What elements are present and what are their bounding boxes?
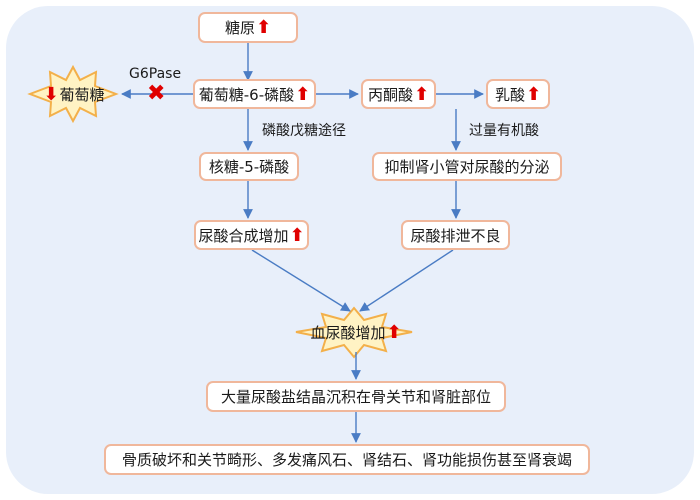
blood-uric-burst xyxy=(295,306,413,359)
node-glycogen-label: 糖原 xyxy=(224,19,255,37)
down-arrow-icon: ⬇ xyxy=(43,83,59,105)
node-uric-excretion: 尿酸排泄不良 xyxy=(401,220,510,250)
blocked-x-icon: ✖ xyxy=(147,81,166,106)
node-glucose: ⬇葡萄糖 xyxy=(38,82,110,106)
node-r5p: 核糖-5-磷酸 xyxy=(199,152,299,181)
up-arrow-icon: ⬆ xyxy=(289,224,305,246)
node-blood-uric: 血尿酸增加⬆ xyxy=(310,320,402,344)
node-lactate-label: 乳酸 xyxy=(494,85,525,104)
node-blood-uric-label: 血尿酸增加 xyxy=(310,323,386,342)
node-r5p-label: 核糖-5-磷酸 xyxy=(208,158,290,176)
node-inhibit: 抑制肾小管对尿酸的分泌 xyxy=(372,152,562,181)
node-uric-excretion-label: 尿酸排泄不良 xyxy=(410,226,501,245)
edge-synthesis-blood xyxy=(251,249,351,312)
node-glucose-label: 葡萄糖 xyxy=(59,85,105,104)
up-arrow-icon: ⬆ xyxy=(255,17,272,38)
node-outcome: 骨质破坏和关节畸形、多发痛风石、肾结石、肾功能损伤甚至肾衰竭 xyxy=(104,444,590,475)
node-glycogen: 糖原⬆ xyxy=(198,12,298,43)
glucose-burst xyxy=(27,64,119,124)
edge-excretion-blood xyxy=(359,249,454,312)
node-pyruvate: 丙酮酸⬆ xyxy=(361,79,436,109)
node-uric-synthesis-label: 尿酸合成增加 xyxy=(198,226,289,245)
node-g6p: 葡萄糖-6-磷酸⬆ xyxy=(193,79,316,109)
node-crystal-label: 大量尿酸盐结晶沉积在骨关节和肾脏部位 xyxy=(220,388,491,406)
node-inhibit-label: 抑制肾小管对尿酸的分泌 xyxy=(384,158,550,176)
up-arrow-icon: ⬆ xyxy=(386,321,402,343)
node-lactate: 乳酸⬆ xyxy=(486,79,550,109)
node-outcome-label: 骨质破坏和关节畸形、多发痛风石、肾结石、肾功能损伤甚至肾衰竭 xyxy=(121,451,572,469)
up-arrow-icon: ⬆ xyxy=(413,83,430,105)
up-arrow-icon: ⬆ xyxy=(525,83,542,105)
node-g6p-label: 葡萄糖-6-磷酸 xyxy=(198,85,295,104)
node-pyruvate-label: 丙酮酸 xyxy=(367,85,413,104)
label-excess-acid: 过量有机酸 xyxy=(469,123,539,139)
node-crystal: 大量尿酸盐结晶沉积在骨关节和肾脏部位 xyxy=(206,381,506,412)
label-ppp: 磷酸戊糖途径 xyxy=(262,123,346,139)
up-arrow-icon: ⬆ xyxy=(295,83,311,105)
label-g6pase: G6Pase xyxy=(129,66,182,82)
node-uric-synthesis: 尿酸合成增加⬆ xyxy=(194,220,309,250)
diagram-background xyxy=(6,6,694,494)
